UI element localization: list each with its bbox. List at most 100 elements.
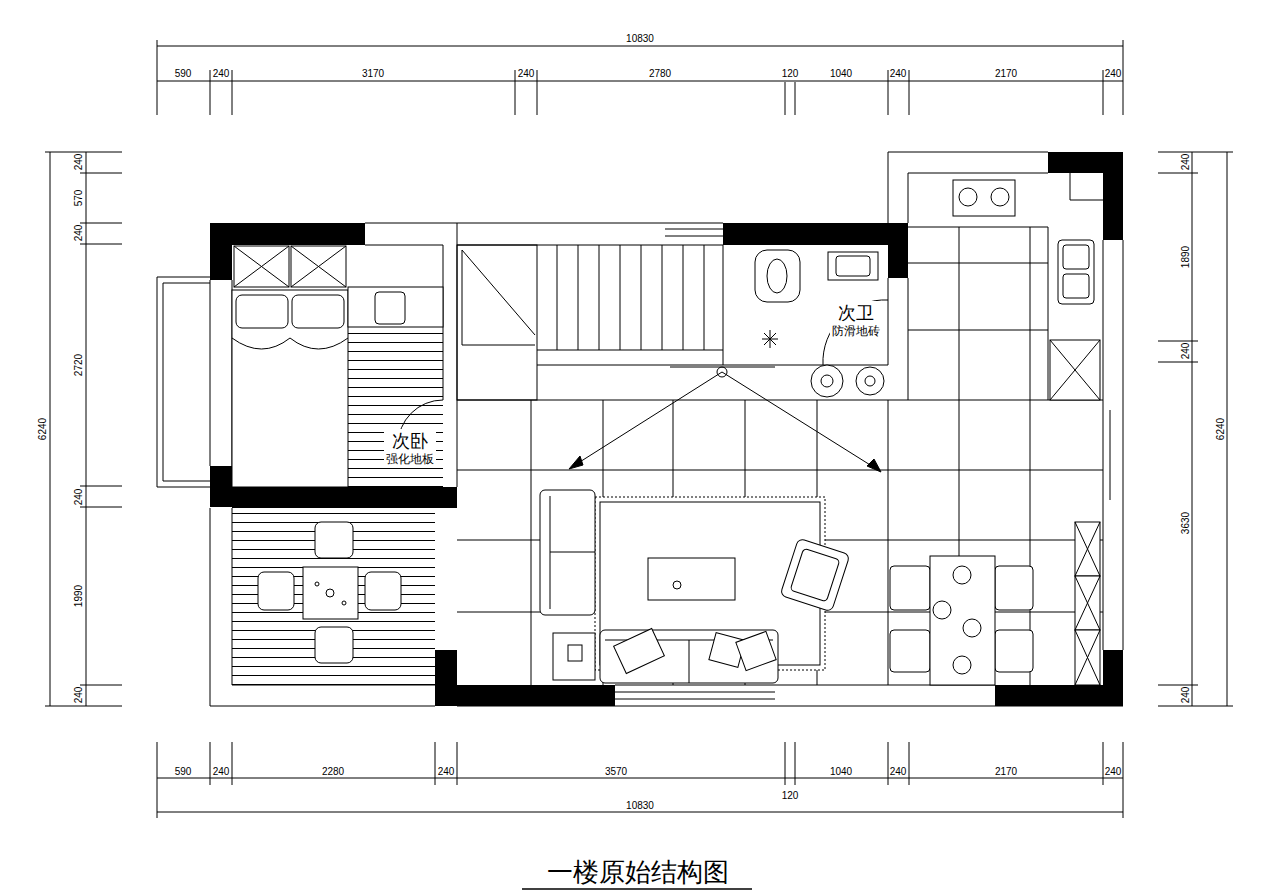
dimension-lines [1123, 742, 1124, 818]
terrace-furniture [315, 627, 353, 663]
walls [232, 487, 457, 508]
kitchen-fixtures [953, 180, 1015, 216]
terrace-furniture [342, 601, 346, 605]
dining-set [995, 630, 1033, 672]
bedroom-furniture [234, 246, 289, 287]
dining-set [933, 601, 951, 619]
dimension-lines [45, 706, 122, 707]
wall-outlines [210, 508, 211, 706]
dining-set [963, 619, 981, 637]
dimension-lines [157, 46, 1123, 47]
dimension-lines [157, 778, 1123, 779]
dimension-text: 240 [1105, 767, 1122, 777]
dimension-text: 2170 [995, 69, 1017, 79]
stairs [457, 245, 723, 400]
dimension-lines [80, 173, 122, 174]
dimension-lines [1158, 152, 1233, 153]
walls [1103, 152, 1123, 240]
dimension-text: 3170 [362, 69, 384, 79]
bedroom-furniture [348, 287, 443, 327]
dimension-text: 10830 [626, 801, 654, 811]
wall-outlines [665, 229, 723, 230]
wall-outlines [888, 278, 889, 365]
ceiling-lamp [722, 372, 875, 468]
dimension-text: 3570 [605, 767, 627, 777]
stairs [641, 245, 642, 350]
living-furniture [540, 490, 595, 615]
dimension-lines [1158, 341, 1198, 342]
dimension-lines [785, 742, 786, 785]
dimension-lines [795, 82, 796, 115]
room-name: 次卫 [832, 302, 880, 324]
stairs [537, 350, 723, 351]
dimension-lines [1123, 40, 1124, 115]
floor-tiles [888, 400, 889, 685]
wall-outlines [1123, 240, 1124, 650]
floor-tiles [457, 470, 1103, 471]
dimension-lines [210, 742, 211, 785]
wall-outlines [457, 400, 458, 487]
wall-outlines [665, 236, 723, 237]
dimension-lines [1227, 152, 1228, 706]
bedroom-furniture [232, 338, 348, 349]
dining-set [1075, 576, 1100, 630]
kitchen-fixtures [1063, 245, 1089, 269]
wall-outlines [163, 283, 210, 481]
stairs [599, 245, 600, 350]
wall-outlines [457, 706, 1123, 707]
dimension-lines [888, 742, 889, 785]
living-furniture [673, 581, 681, 589]
dimension-text: 2720 [74, 354, 84, 376]
dining-set [953, 566, 971, 584]
ceiling-lamp [867, 459, 881, 472]
dimension-lines [80, 486, 122, 487]
title-underline [522, 888, 752, 890]
dimension-lines [1158, 706, 1233, 707]
dimension-text: 2170 [995, 767, 1017, 777]
dining-set [930, 556, 995, 685]
floor-tiles [908, 330, 1048, 331]
dimension-lines [157, 81, 1123, 82]
dining-set [1075, 630, 1100, 685]
dimension-lines [515, 70, 516, 115]
dining-set [1075, 630, 1100, 685]
bedroom-furniture [232, 290, 348, 487]
bedroom-furniture [234, 246, 289, 287]
dimension-lines [157, 812, 1123, 813]
walls [888, 223, 908, 278]
dimension-text: 240 [518, 69, 535, 79]
stairs [462, 250, 535, 345]
bathroom-fixtures [755, 250, 800, 302]
bathroom-fixtures [828, 252, 878, 280]
terrace-furniture [315, 522, 353, 558]
dimension-text: 240 [74, 225, 84, 242]
wall-outlines [615, 692, 775, 693]
floor-material: 防滑地砖 [832, 324, 880, 338]
kitchen-fixtures [991, 188, 1009, 206]
kitchen-fixtures [1058, 240, 1094, 304]
wall-outlines [615, 699, 775, 700]
bedroom-furniture [292, 295, 344, 328]
dimension-text: 570 [74, 190, 84, 207]
dimension-text: 2780 [649, 69, 671, 79]
dimension-text: 240 [438, 767, 455, 777]
dining-set [890, 566, 930, 610]
floor-tiles [457, 400, 1103, 401]
stairs [662, 245, 663, 350]
bathroom-fixtures [767, 259, 787, 293]
dimension-text: 1890 [1181, 246, 1191, 268]
living-furniture [553, 633, 595, 680]
walls [435, 685, 615, 706]
bedroom-furniture [375, 292, 405, 324]
drawing-title: 一楼原始结构图 [547, 859, 729, 885]
wall-outlines [1070, 173, 1071, 200]
dimension-lines [80, 244, 122, 245]
kitchen-fixtures [959, 188, 977, 206]
bedroom-furniture [291, 246, 346, 287]
dimension-text: 3630 [1181, 512, 1191, 534]
dimension-text: 240 [1181, 154, 1191, 171]
terrace-furniture [315, 582, 319, 586]
terrace-furniture [258, 572, 294, 610]
wall-outlines [210, 280, 211, 466]
dimension-text: 240 [74, 687, 84, 704]
